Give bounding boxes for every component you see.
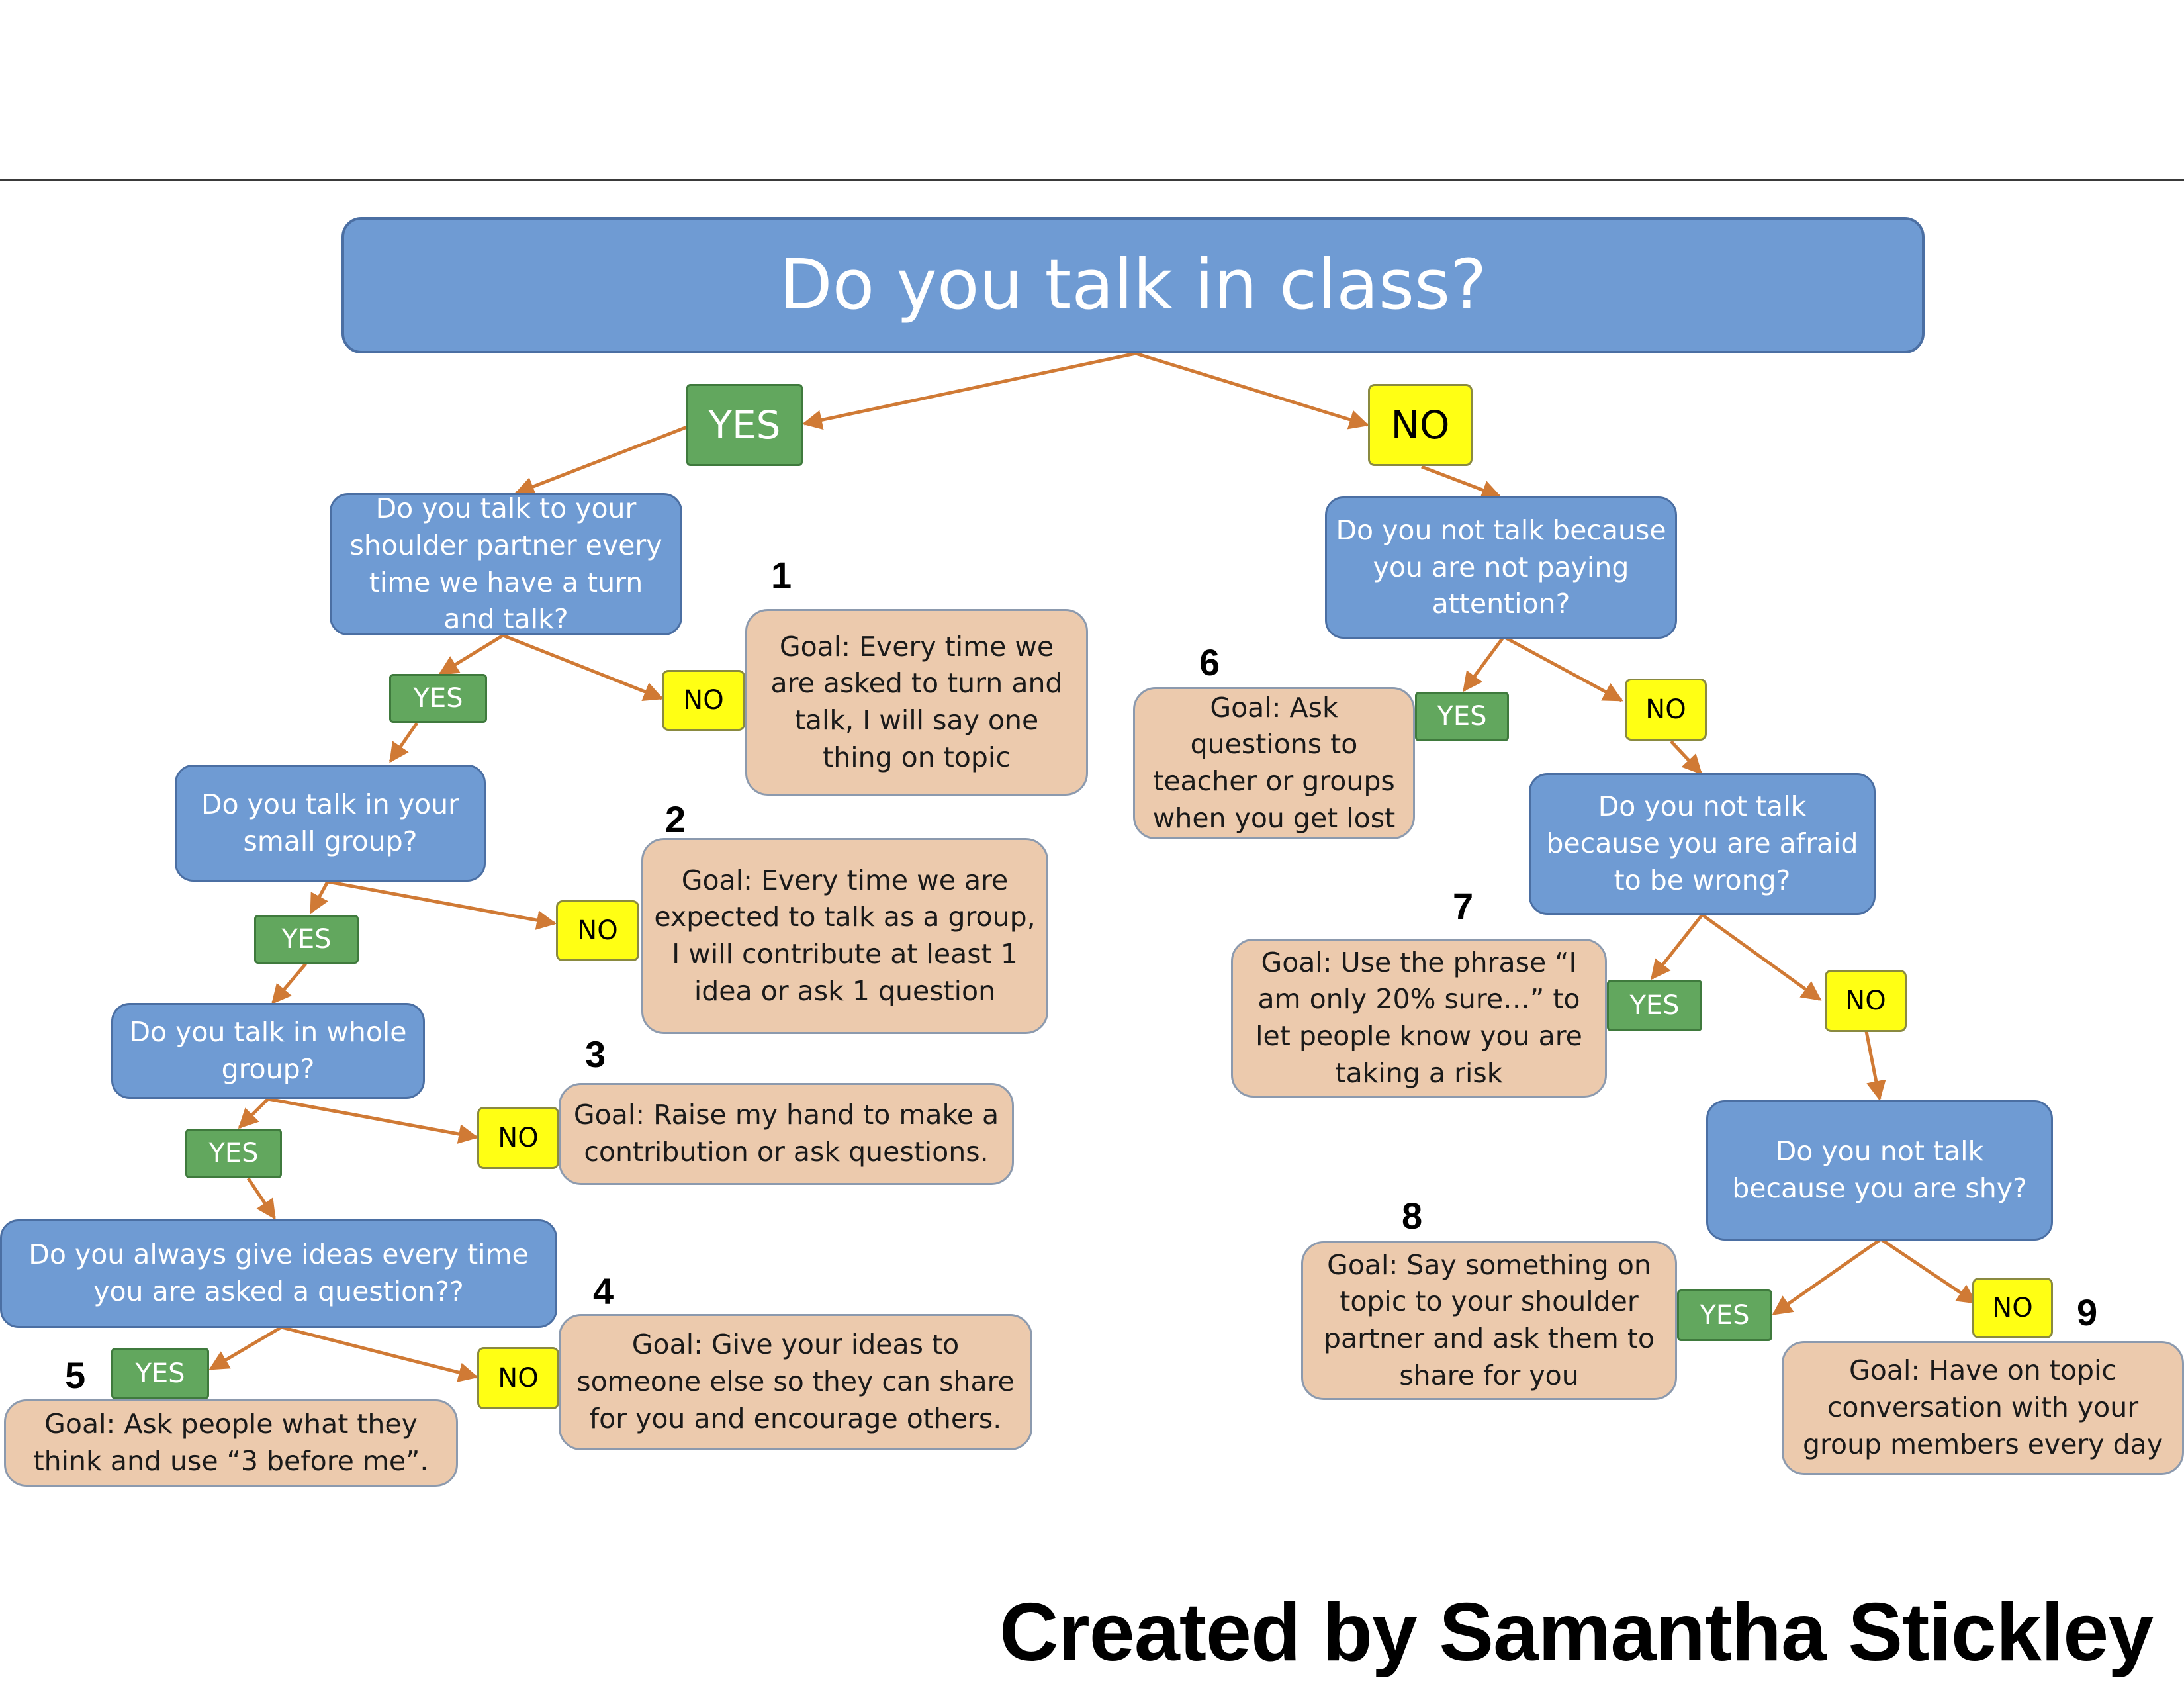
question-shoulder-partner: Do you talk to your shoulder partner eve… (330, 492, 682, 635)
goal-number-9: 9 (2077, 1291, 2098, 1333)
answer-yes-q3: YES (185, 1129, 282, 1178)
goal-card-6: Goal: Ask questions to teacher or groups… (1133, 687, 1415, 839)
arrow-no-to-q6 (1670, 740, 1703, 775)
question-shy: Do you not talk because you are shy? (1706, 1100, 2053, 1241)
answer-no-q3: NO (477, 1107, 559, 1169)
arrow-q7-to-yes (1772, 1237, 1882, 1316)
author-credit: Created by Samantha Stickley (999, 1587, 2154, 1678)
arrow-q7-to-no (1880, 1237, 1978, 1305)
answer-no-q7: NO (1972, 1278, 2053, 1338)
question-whole-group: Do you talk in whole group? (111, 1003, 425, 1099)
arrow-no-to-q7 (1864, 1031, 1886, 1101)
answer-yes-q1: YES (389, 674, 487, 723)
arrow-q1-to-yes (438, 633, 504, 676)
question-not-paying-attention: Do you not talk because you are not payi… (1325, 496, 1677, 639)
answer-no-q5: NO (1625, 679, 1707, 741)
arrow-yes-to-q2 (388, 722, 419, 763)
goal-number-8: 8 (1402, 1195, 1423, 1237)
arrow-title-to-no (1135, 352, 1369, 430)
goal-card-2: Goal: Every time we are expected to talk… (641, 838, 1048, 1034)
goal-card-4: Goal: Give your ideas to someone else so… (559, 1314, 1032, 1450)
answer-no-main: NO (1368, 384, 1473, 466)
goal-number-1: 1 (771, 554, 792, 596)
arrow-q3-to-yes (238, 1098, 269, 1129)
goal-card-7: Goal: Use the phrase “I am only 20% sure… (1231, 939, 1607, 1098)
goal-number-6: 6 (1199, 641, 1220, 683)
question-afraid-wrong: Do you not talk because you are afraid t… (1529, 773, 1876, 915)
header-divider (0, 179, 2184, 181)
goal-card-3: Goal: Raise my hand to make a contributi… (559, 1083, 1014, 1185)
answer-yes-q2: YES (254, 915, 359, 964)
arrow-q5-to-yes (1462, 635, 1506, 692)
arrow-q4-to-no (281, 1325, 478, 1382)
answer-no-q4: NO (477, 1347, 559, 1409)
goal-number-7: 7 (1453, 885, 1474, 927)
goal-number-2: 2 (665, 798, 686, 840)
answer-yes-q4: YES (111, 1348, 209, 1399)
arrow-q6-to-yes (1651, 914, 1704, 980)
arrow-yes-to-q4 (246, 1177, 277, 1220)
goal-card-8: Goal: Say something on topic to your sho… (1301, 1241, 1677, 1400)
arrow-title-to-yes (802, 352, 1136, 430)
arrow-q5-to-no (1502, 635, 1623, 702)
goal-card-1: Goal: Every time we are asked to turn an… (745, 609, 1088, 796)
answer-yes-q7: YES (1677, 1289, 1772, 1341)
title-question: Do you talk in class? (341, 217, 1925, 353)
goal-number-5: 5 (65, 1354, 86, 1396)
answer-no-q2: NO (556, 900, 639, 961)
goal-card-9: Goal: Have on topic conversation with yo… (1782, 1341, 2184, 1475)
arrow-no-to-q5 (1421, 465, 1502, 500)
arrow-q4-to-yes (208, 1325, 283, 1371)
arrow-yes-to-q3 (271, 962, 307, 1005)
goal-number-4: 4 (593, 1270, 614, 1312)
answer-yes-q6: YES (1607, 980, 1702, 1031)
question-give-ideas: Do you always give ideas every time you … (0, 1219, 557, 1328)
answer-yes-q5: YES (1415, 692, 1509, 741)
arrow-q2-to-no (327, 880, 557, 930)
arrow-q3-to-no (267, 1097, 478, 1144)
answer-no-q1: NO (662, 670, 745, 731)
answer-yes-main: YES (686, 384, 803, 466)
arrow-yes-to-q1 (514, 425, 688, 496)
arrow-q6-to-no (1701, 913, 1822, 1002)
arrow-q1-to-no (502, 633, 664, 702)
question-small-group: Do you talk in your small group? (175, 765, 486, 882)
arrow-q2-to-yes (309, 880, 330, 914)
answer-no-q6: NO (1825, 970, 1907, 1032)
goal-number-3: 3 (585, 1033, 606, 1075)
goal-card-5: Goal: Ask people what they think and use… (4, 1399, 458, 1487)
